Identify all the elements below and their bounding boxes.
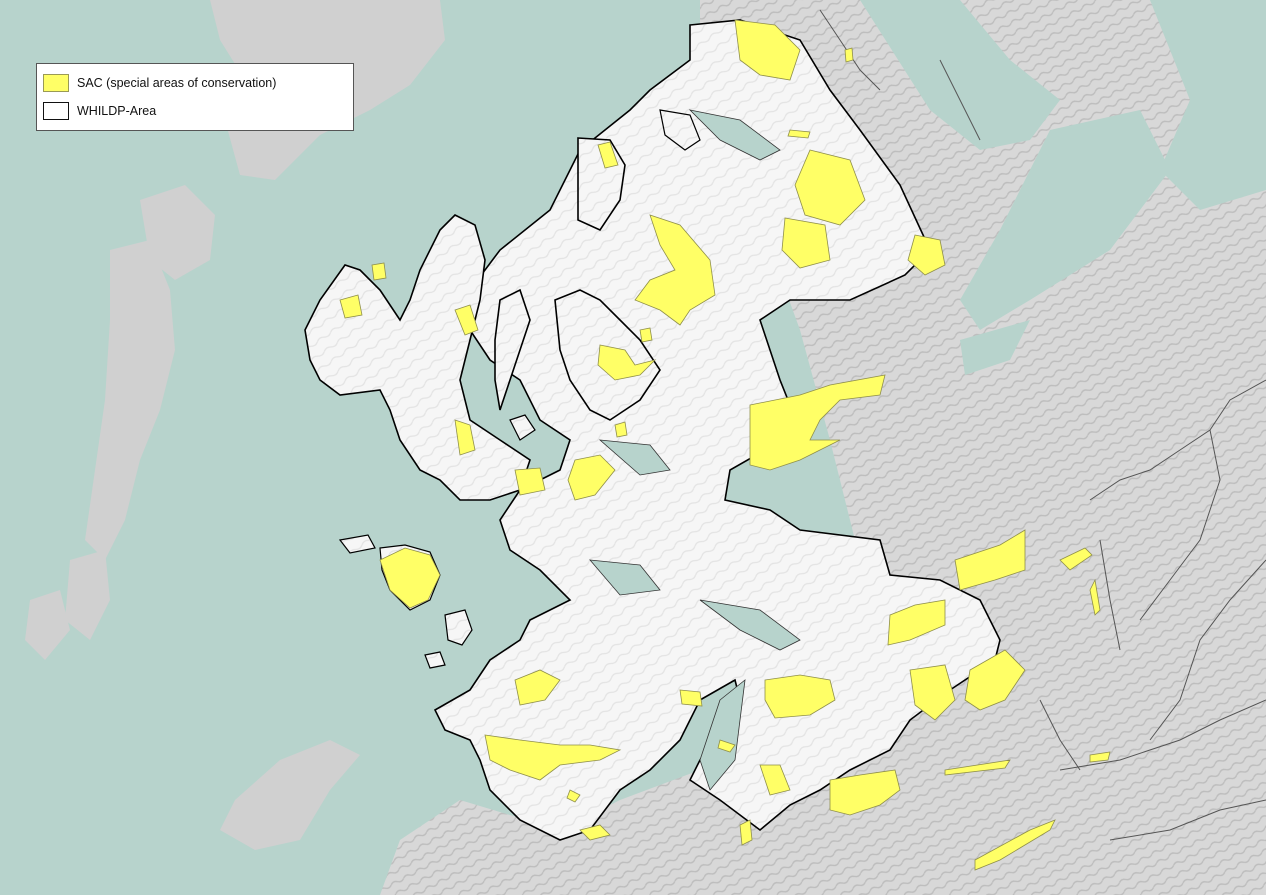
legend-swatch-sac — [43, 74, 69, 92]
map-legend: SAC (special areas of conservation) WHIL… — [36, 63, 354, 131]
legend-label-whildp: WHILDP-Area — [77, 104, 157, 118]
legend-swatch-whildp — [43, 102, 69, 120]
legend-item-sac: SAC (special areas of conservation) — [43, 70, 353, 96]
mainland-outside — [380, 0, 1266, 895]
lochs — [589, 109, 801, 791]
whildp-area — [304, 19, 1001, 841]
rivers — [819, 9, 1266, 841]
legend-label-sac: SAC (special areas of conservation) — [77, 76, 277, 90]
sac-areas — [339, 19, 1111, 871]
legend-item-whildp: WHILDP-Area — [43, 98, 353, 124]
